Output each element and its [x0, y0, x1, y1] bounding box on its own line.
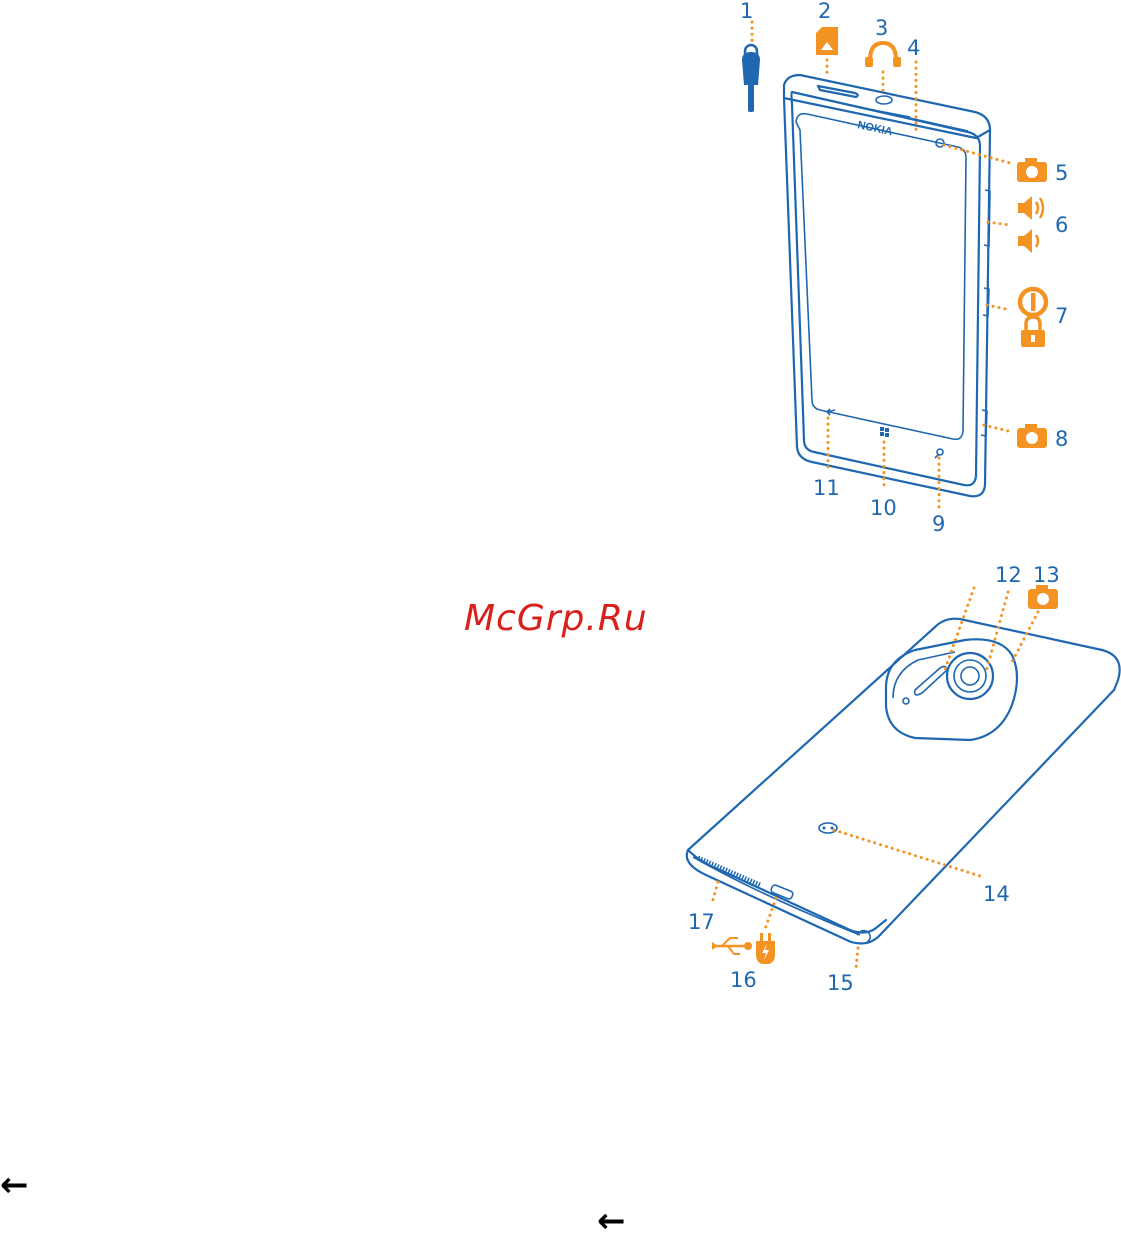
volume-up-icon	[1018, 196, 1043, 220]
sim-tool-icon	[742, 45, 760, 112]
back-phone	[687, 619, 1120, 944]
back-arrow-icon[interactable]: ←	[0, 1168, 29, 1202]
callout-14: 14	[983, 882, 1010, 906]
camera-icon	[1017, 158, 1047, 182]
start-key-icon	[880, 427, 889, 437]
callout-16: 16	[730, 968, 757, 992]
power-icon	[1020, 289, 1046, 315]
callout-6: 6	[1055, 213, 1068, 237]
callout-9: 9	[932, 512, 945, 536]
back-arrow-icon[interactable]: ←	[597, 1204, 626, 1238]
usb-icon	[712, 938, 752, 954]
callout-13: 13	[1033, 563, 1060, 587]
brand-logo: NOKIA	[856, 119, 893, 138]
callout-4: 4	[907, 36, 920, 60]
camera-lens	[947, 653, 993, 699]
lock-icon	[1021, 317, 1045, 347]
headset-icon	[865, 43, 901, 67]
callout-3: 3	[875, 16, 888, 40]
callout-8: 8	[1055, 427, 1068, 451]
camera-icon	[1017, 424, 1047, 448]
volume-down-icon	[1018, 229, 1038, 253]
callout-1: 1	[740, 0, 753, 23]
callout-10: 10	[870, 496, 897, 520]
callout-5: 5	[1055, 161, 1068, 185]
camera-icon	[1028, 585, 1058, 609]
callout-2: 2	[818, 0, 831, 23]
callout-7: 7	[1055, 304, 1068, 328]
callout-12: 12	[995, 563, 1022, 587]
callout-17: 17	[688, 910, 715, 934]
sim-card-icon	[816, 27, 838, 55]
front-phone: NOKIA	[784, 75, 990, 496]
callout-15: 15	[827, 971, 854, 995]
callout-11: 11	[813, 476, 840, 500]
watermark: McGrp.Ru	[464, 598, 648, 639]
charger-plug-icon	[756, 933, 775, 964]
